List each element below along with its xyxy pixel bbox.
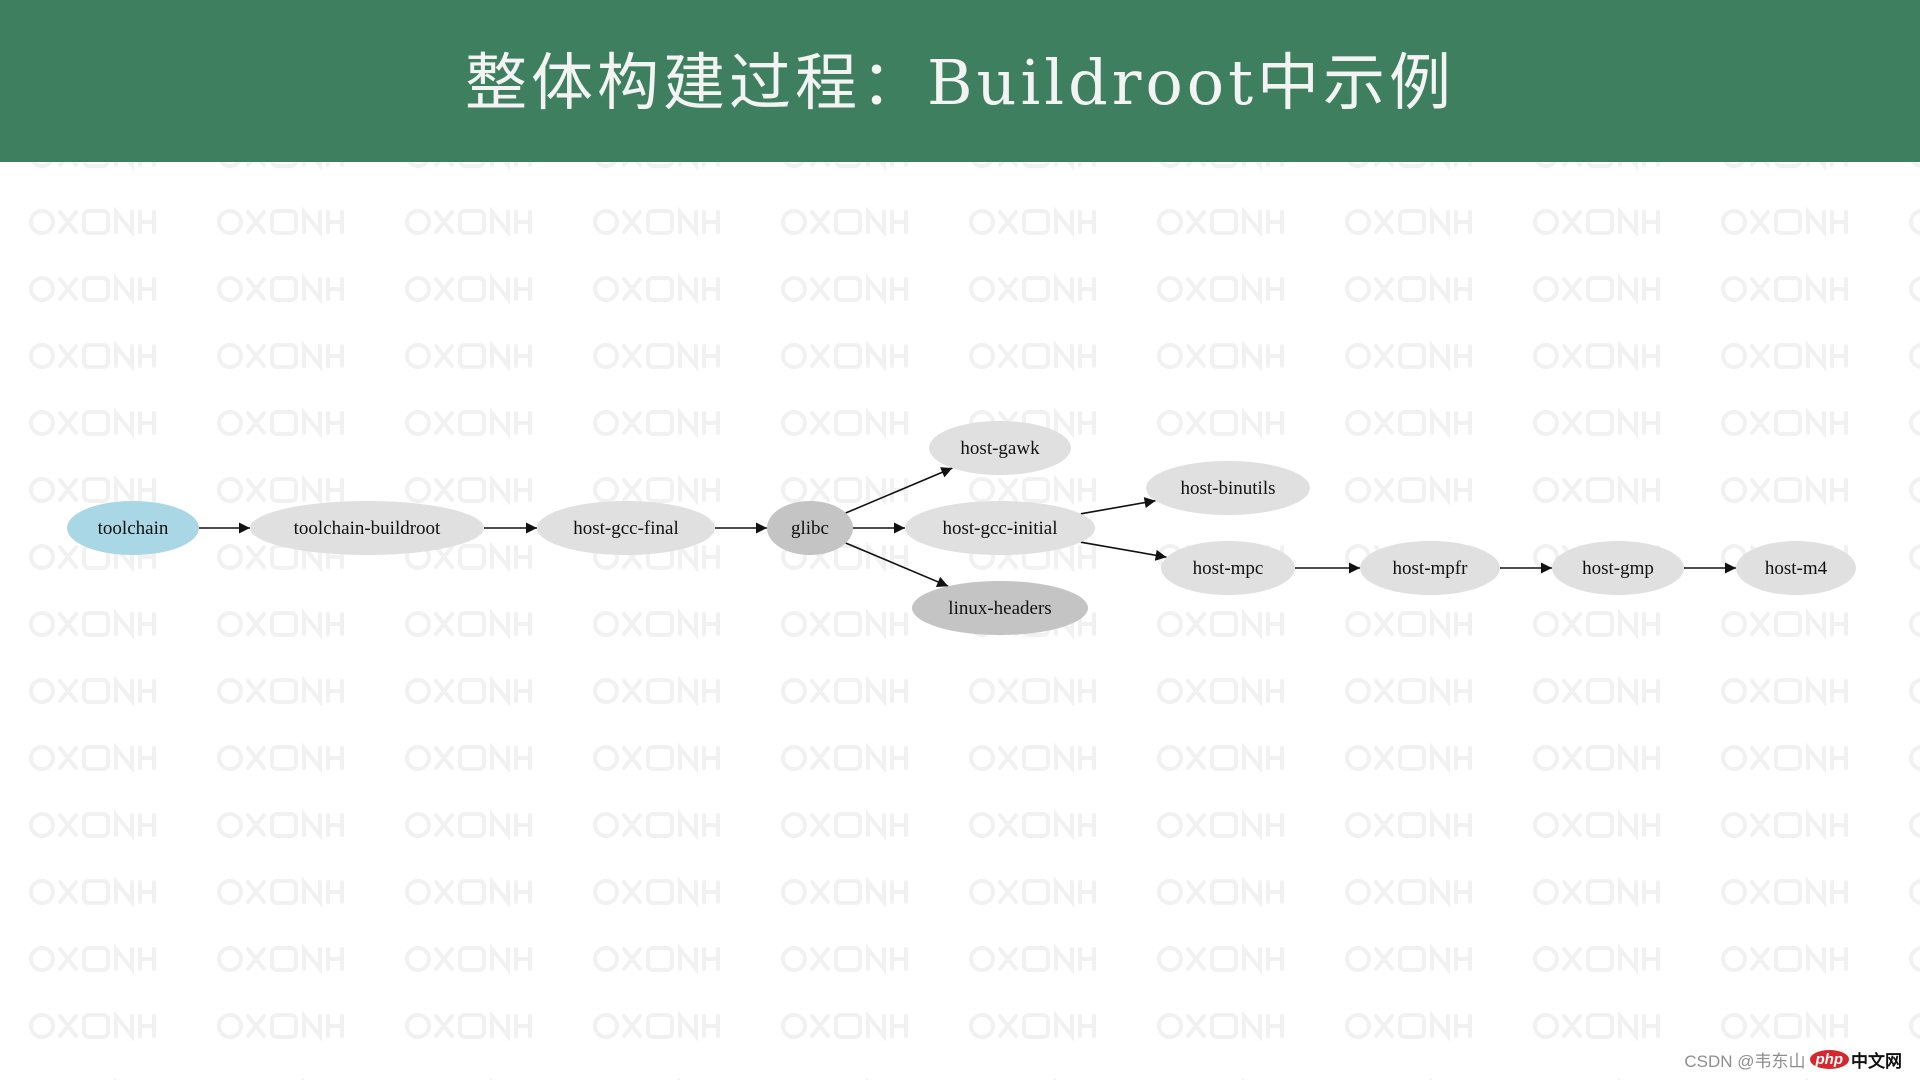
edge-host-gcc-initial-to-host-mpc: [1080, 541, 1167, 561]
node-label-host-gmp: host-gmp: [1582, 558, 1654, 579]
edges: [199, 467, 1736, 587]
node-host-gmp: host-gmp: [1552, 541, 1684, 595]
cn-badge: 中文网: [1851, 1052, 1902, 1072]
node-label-host-mpfr: host-mpfr: [1393, 558, 1469, 579]
node-host-mpfr: host-mpfr: [1360, 541, 1500, 595]
node-shape-host-gmp: [1552, 541, 1684, 595]
node-shape-glibc: [767, 501, 853, 555]
node-shape-host-m4: [1736, 541, 1856, 595]
node-label-toolchain-buildroot: toolchain-buildroot: [294, 518, 441, 539]
node-label-host-gcc-final: host-gcc-final: [573, 518, 679, 539]
node-host-binutils: host-binutils: [1146, 461, 1310, 515]
node-host-gcc-final: host-gcc-final: [537, 501, 715, 555]
credit-text: CSDN @韦东山: [1684, 1052, 1806, 1071]
node-label-linux-headers: linux-headers: [948, 598, 1051, 619]
site-logo: php 中文网: [1809, 1047, 1902, 1072]
php-badge: php: [1809, 1050, 1849, 1069]
node-shape-host-gawk: [929, 421, 1071, 475]
node-toolchain: toolchain: [67, 501, 199, 555]
node-host-gawk: host-gawk: [929, 421, 1071, 475]
node-host-gcc-initial: host-gcc-initial: [905, 501, 1095, 555]
node-toolchain-buildroot: toolchain-buildroot: [250, 501, 484, 555]
edge-host-gcc-initial-to-host-binutils: [1080, 497, 1156, 515]
image-credit: CSDN @韦东山 php 中文网: [1684, 1047, 1902, 1072]
title-bar: 整体构建过程：Buildroot中示例: [0, 0, 1920, 162]
node-host-mpc: host-mpc: [1161, 541, 1295, 595]
node-label-host-gawk: host-gawk: [960, 438, 1040, 459]
node-shape-toolchain: [67, 501, 199, 555]
node-shape-toolchain-buildroot: [250, 501, 484, 555]
node-shape-host-gcc-final: [537, 501, 715, 555]
node-label-host-gcc-initial: host-gcc-initial: [942, 518, 1057, 539]
node-host-m4: host-m4: [1736, 541, 1856, 595]
node-label-host-mpc: host-mpc: [1193, 558, 1264, 579]
node-label-toolchain: toolchain: [98, 518, 169, 539]
node-shape-host-gcc-initial: [905, 501, 1095, 555]
slide-title: 整体构建过程：Buildroot中示例: [464, 46, 1456, 119]
node-label-host-binutils: host-binutils: [1180, 478, 1275, 499]
edge-glibc-to-linux-headers: [845, 542, 949, 587]
node-label-glibc: glibc: [791, 518, 829, 539]
node-shape-linux-headers: [912, 581, 1088, 635]
node-shape-host-mpfr: [1360, 541, 1500, 595]
node-linux-headers: linux-headers: [912, 581, 1088, 635]
nodes: toolchain toolchain-buildroot host-gcc-fin…: [67, 421, 1856, 635]
node-label-host-m4: host-m4: [1765, 558, 1828, 579]
edge-glibc-to-host-gawk: [845, 467, 953, 514]
node-shape-host-mpc: [1161, 541, 1295, 595]
node-glibc: glibc: [767, 501, 853, 555]
node-shape-host-binutils: [1146, 461, 1310, 515]
